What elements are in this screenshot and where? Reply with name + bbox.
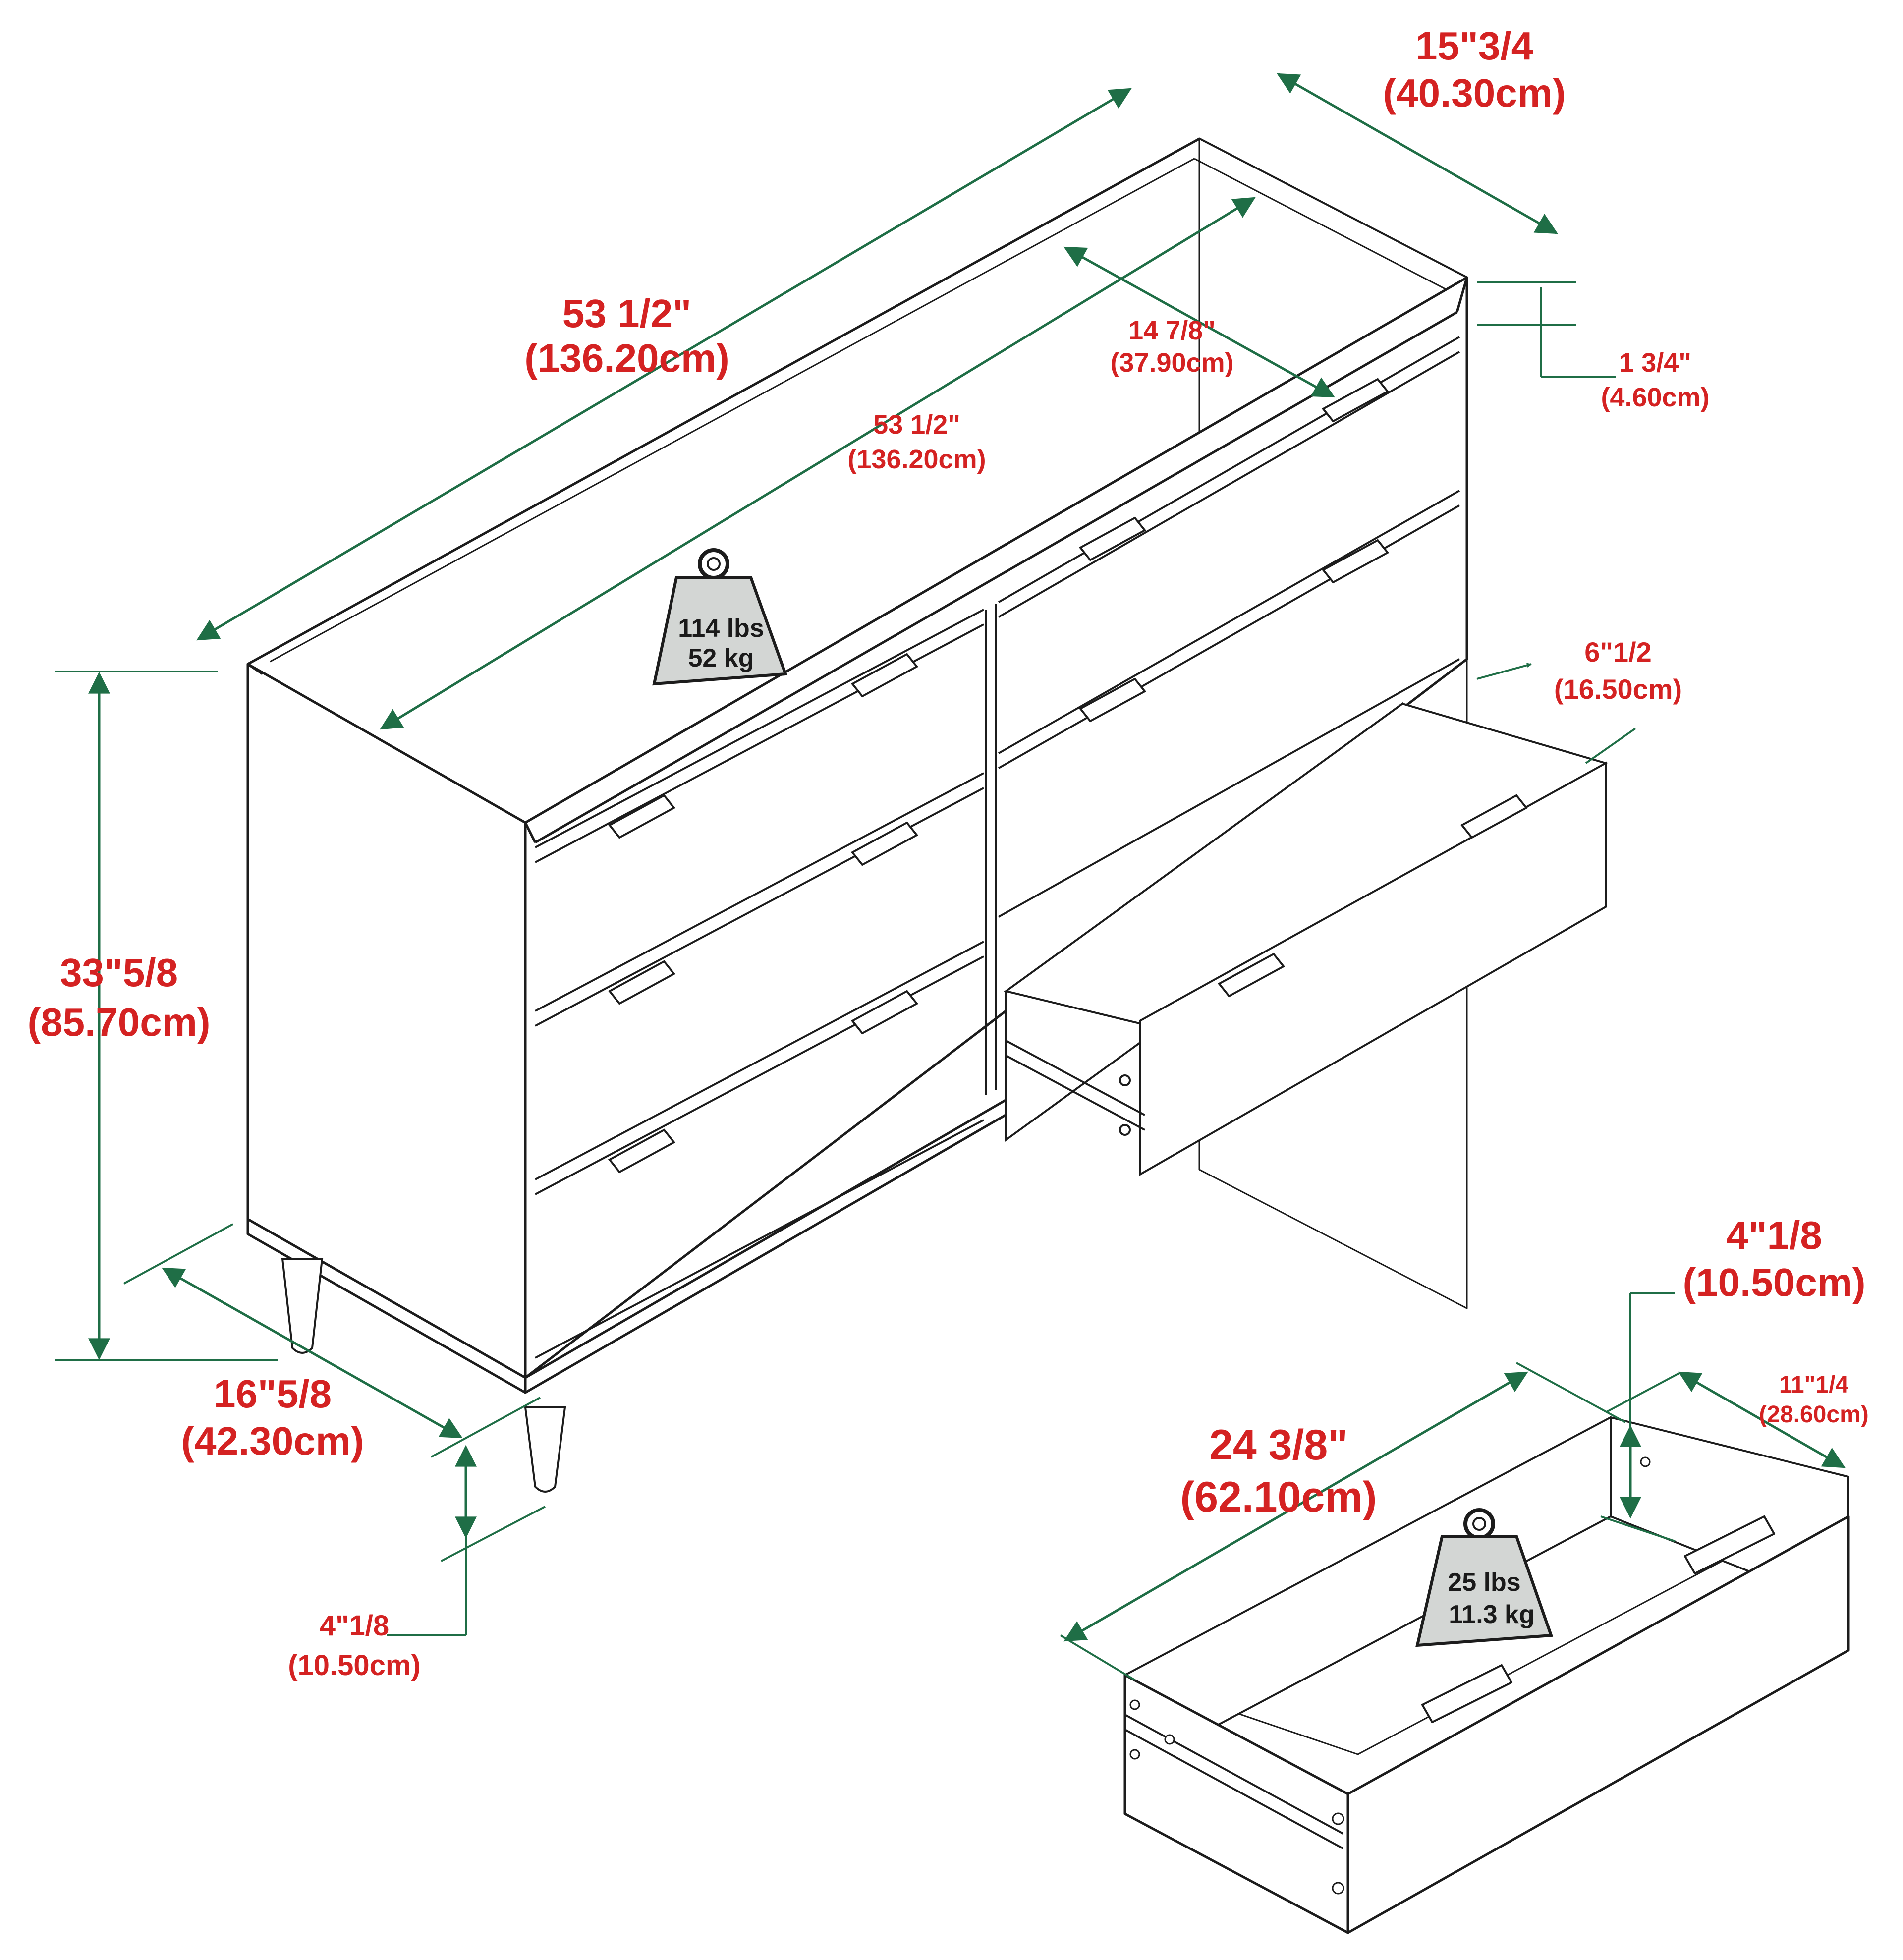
depth-imperial-label: 15"3/4 <box>1415 24 1534 68</box>
dresser-body <box>246 137 1468 1394</box>
dresser-weight-kg: 52 kg <box>688 644 754 672</box>
depth-metric-label: (40.30cm) <box>1383 71 1566 115</box>
leg <box>524 1406 566 1493</box>
leg-height-metric-label: (10.50cm) <box>288 1649 421 1681</box>
handle <box>608 960 676 1005</box>
drawer-width-dim-line <box>1063 1371 1528 1642</box>
inner-depth-dim-line <box>1063 246 1335 398</box>
handle <box>1321 539 1390 584</box>
extension-metric-label: (16.50cm) <box>1554 673 1682 705</box>
drawer-weight-kg: 11.3 kg <box>1449 1600 1534 1629</box>
top-thickness-metric-label: (4.60cm) <box>1601 383 1709 412</box>
drawer-weight-icon: 25 lbs 11.3 kg <box>1415 1508 1554 1647</box>
inner-width-imperial-label: 53 1/2" <box>873 410 960 440</box>
drawer-depth-dim-line <box>1678 1371 1846 1468</box>
depth-dim-line <box>1277 73 1558 234</box>
drawer-height-metric-label: (10.50cm) <box>1682 1260 1865 1304</box>
drawer-height-imperial-label: 4"1/8 <box>1726 1213 1822 1257</box>
handle <box>1217 952 1286 998</box>
handle <box>850 990 919 1035</box>
base-depth-dim-line <box>162 1267 463 1439</box>
drawer-depth-imperial-label: 11"1/4 <box>1779 1372 1849 1398</box>
height-metric-label: (85.70cm) <box>27 1000 210 1044</box>
width-metric-label: (136.20cm) <box>524 336 729 380</box>
handle <box>1421 1664 1512 1723</box>
inner-width-metric-label: (136.20cm) <box>847 445 986 474</box>
handle <box>1460 794 1528 839</box>
handle <box>1321 378 1390 423</box>
handle <box>850 821 919 866</box>
base-depth-metric-label: (42.30cm) <box>181 1419 364 1463</box>
leg-height-imperial-label: 4"1/8 <box>320 1610 389 1642</box>
extension-imperial-label: 6"1/2 <box>1584 636 1652 668</box>
dresser-weight-lbs: 114 lbs <box>678 614 764 643</box>
open-drawer-front <box>1139 761 1607 1176</box>
dimension-lines <box>55 73 1636 1636</box>
handle <box>608 1128 676 1174</box>
drawer-dimension-lines <box>1060 1292 1846 1681</box>
dimension-labels: 53 1/2" (136.20cm) 15"3/4 (40.30cm) 14 7… <box>27 24 1868 1681</box>
inner-depth-imperial-label: 14 7/8" <box>1128 316 1216 345</box>
height-imperial-label: 33"5/8 <box>60 951 178 995</box>
drawer-weight-lbs: 25 lbs <box>1448 1568 1520 1597</box>
drawer-width-metric-label: (62.10cm) <box>1180 1473 1377 1521</box>
inner-depth-metric-label: (37.90cm) <box>1110 348 1233 378</box>
handle <box>608 794 676 839</box>
dresser-open-drawer <box>1004 702 1609 1176</box>
base-depth-imperial-label: 16"5/8 <box>214 1372 332 1416</box>
drawer-depth-metric-label: (28.60cm) <box>1759 1401 1868 1428</box>
dresser-weight-icon: 114 lbs 52 kg <box>652 548 788 686</box>
drawer-width-imperial-label: 24 3/8" <box>1209 1421 1348 1469</box>
handle <box>1684 1515 1775 1574</box>
top-thickness-imperial-label: 1 3/4" <box>1619 348 1691 378</box>
drawer-front-panel <box>1346 1515 1850 1934</box>
width-imperial-label: 53 1/2" <box>562 291 691 336</box>
